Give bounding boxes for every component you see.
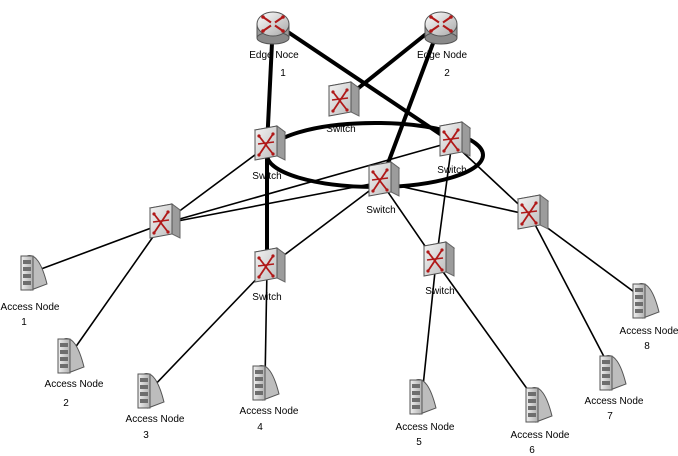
switch-mid-right-icon bbox=[422, 241, 456, 277]
edge-node-1-label: Edge Noce bbox=[249, 50, 299, 61]
access-link bbox=[435, 261, 539, 405]
switch-right-icon bbox=[516, 194, 550, 230]
switch-center-label: Switch bbox=[366, 205, 396, 216]
edge-node-2-router-icon bbox=[424, 11, 458, 45]
access-link bbox=[264, 267, 268, 383]
nodes-layer bbox=[20, 11, 660, 423]
access-node-6-number: 6 bbox=[529, 445, 535, 456]
switch-left-icon bbox=[148, 203, 182, 239]
access-link bbox=[421, 261, 437, 397]
edge-node-2-number: 2 bbox=[444, 68, 450, 79]
access-link bbox=[32, 223, 163, 273]
switch-right-ring-label: Switch bbox=[437, 165, 467, 176]
access-node-7-number: 7 bbox=[607, 411, 613, 422]
switch-mid-right-label: Switch bbox=[425, 286, 455, 297]
access-link bbox=[435, 141, 453, 263]
access-node-7-server-icon bbox=[599, 355, 627, 391]
access-node-6-server-icon bbox=[525, 387, 553, 423]
switch-mid-left-icon bbox=[253, 247, 287, 283]
access-node-1-label: Access Node bbox=[0, 302, 60, 313]
access-node-1-server-icon bbox=[20, 255, 48, 291]
access-node-7-label: Access Node bbox=[584, 396, 644, 407]
access-node-8-label: Access Node bbox=[619, 326, 678, 337]
access-link bbox=[529, 214, 613, 373]
access-link bbox=[266, 181, 382, 269]
access-node-3-number: 3 bbox=[143, 430, 149, 441]
access-node-8-number: 8 bbox=[644, 341, 650, 352]
access-node-1-number: 1 bbox=[21, 317, 27, 328]
access-link bbox=[161, 141, 453, 225]
access-node-3-label: Access Node bbox=[125, 414, 185, 425]
access-node-2-label: Access Node bbox=[44, 379, 104, 390]
edge-node-1-number: 1 bbox=[280, 68, 286, 79]
access-node-4-number: 4 bbox=[257, 422, 263, 433]
access-node-5-number: 5 bbox=[416, 437, 422, 448]
access-node-6-label: Access Node bbox=[510, 430, 570, 441]
access-node-5-server-icon bbox=[409, 379, 437, 415]
switch-mid-left-label: Switch bbox=[252, 292, 282, 303]
edge-node-1-router-icon bbox=[256, 11, 290, 45]
access-link bbox=[529, 214, 646, 301]
access-link bbox=[69, 223, 163, 356]
access-link bbox=[451, 141, 531, 216]
access-node-2-server-icon bbox=[57, 338, 85, 374]
access-node-8-server-icon bbox=[632, 283, 660, 319]
switch-left-ring-icon bbox=[253, 125, 287, 161]
access-node-4-label: Access Node bbox=[239, 406, 299, 417]
backbone-link bbox=[379, 20, 443, 184]
access-link bbox=[149, 267, 268, 391]
access-node-4-server-icon bbox=[252, 365, 280, 401]
access-link bbox=[161, 181, 382, 225]
access-node-5-label: Access Node bbox=[395, 422, 455, 433]
switch-top-label: Switch bbox=[326, 124, 356, 135]
edge-node-2-label: Edge Node bbox=[416, 50, 468, 61]
access-node-3-server-icon bbox=[137, 373, 165, 409]
links-layer bbox=[32, 20, 646, 405]
backbone-link bbox=[271, 20, 454, 144]
access-node-2-number: 2 bbox=[63, 398, 69, 409]
switch-top-icon bbox=[327, 81, 361, 117]
switch-left-ring-label: Switch bbox=[252, 171, 282, 182]
switch-center-icon bbox=[367, 161, 401, 197]
switch-right-ring-icon bbox=[438, 121, 472, 157]
